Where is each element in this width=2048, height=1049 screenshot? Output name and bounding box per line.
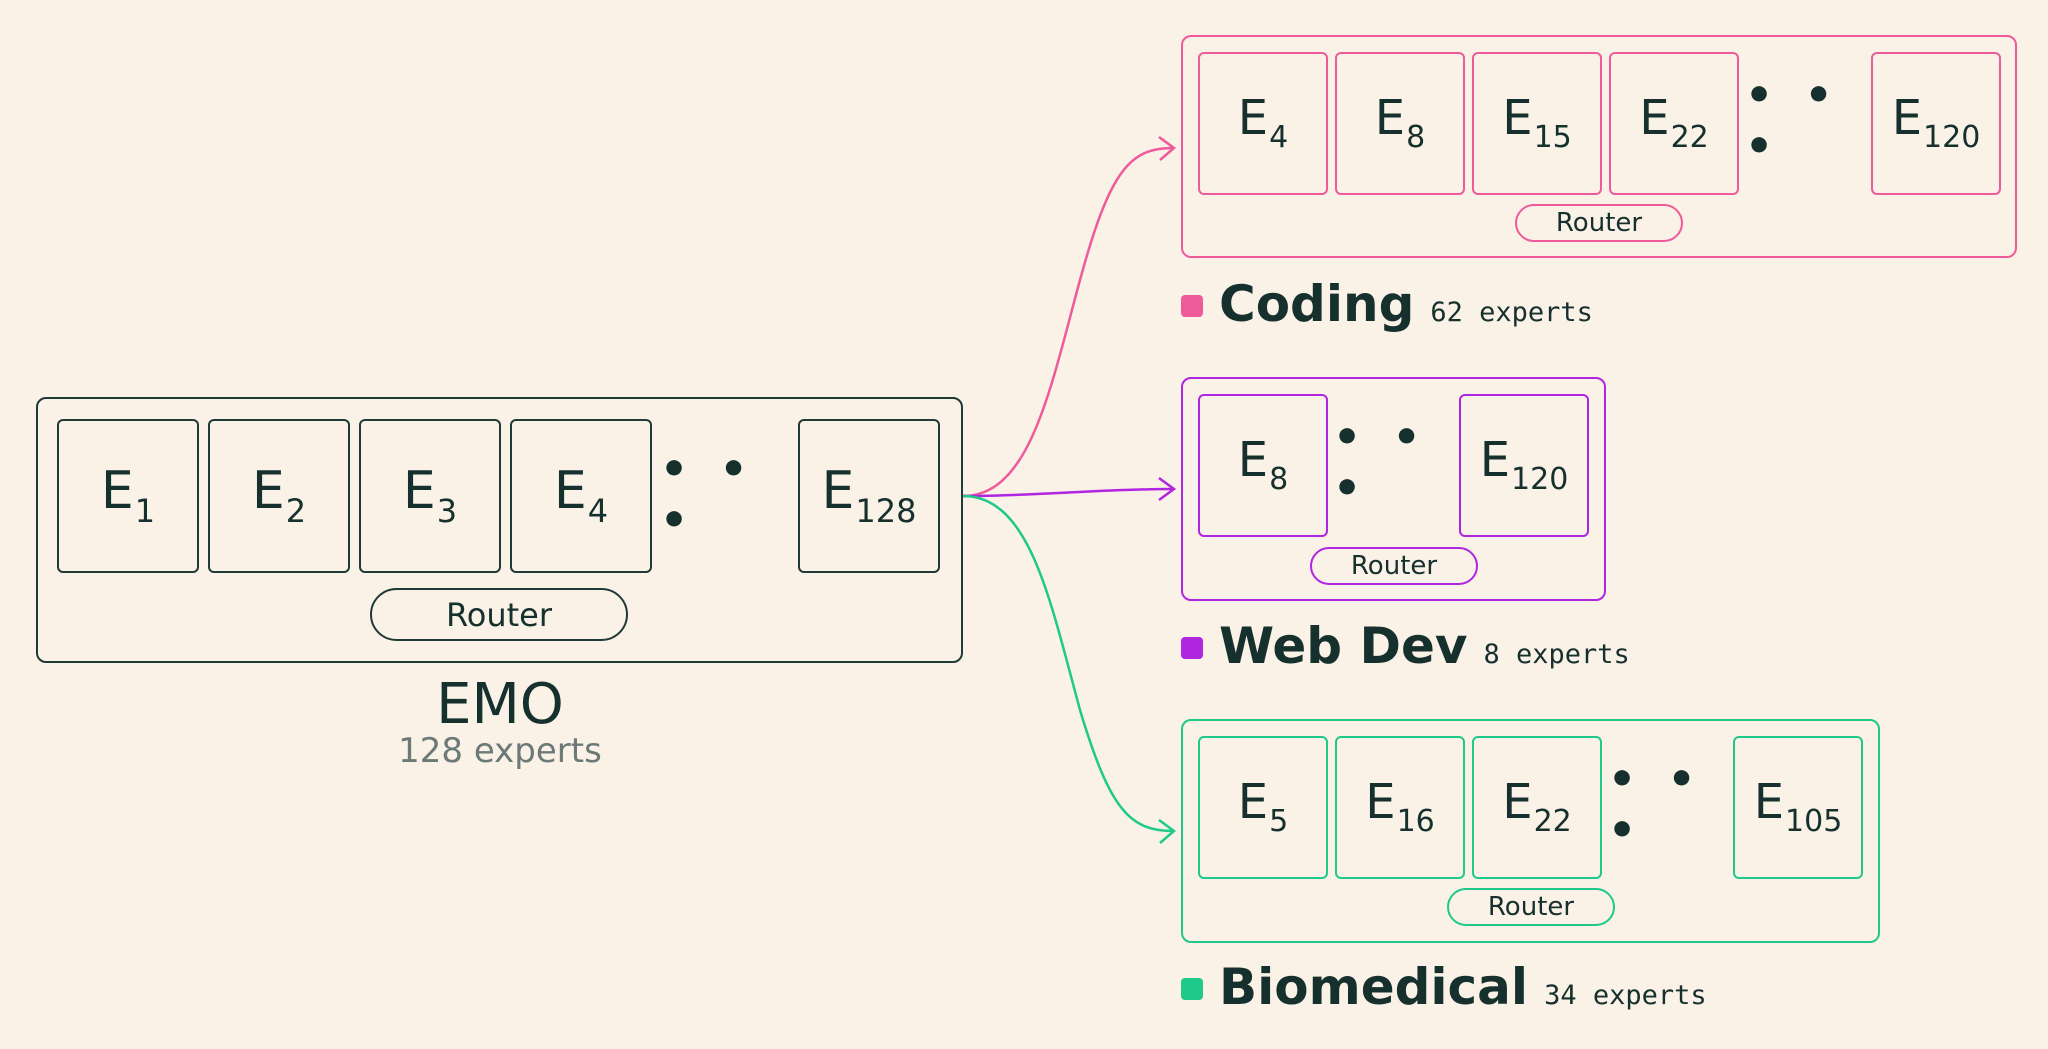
subset-expert-count: 8 experts — [1483, 639, 1630, 670]
ellipsis: • • • — [1608, 753, 1704, 856]
biomedical-color-swatch — [1181, 978, 1203, 1000]
expert-box: E128 — [798, 419, 940, 573]
expert-box: E5 — [1198, 736, 1328, 879]
expert-box: E8 — [1335, 52, 1465, 195]
coding-subset-panel — [1181, 35, 2017, 258]
webdev-color-swatch — [1181, 637, 1203, 659]
model-title: EMO — [436, 672, 564, 737]
expert-box: E120 — [1459, 394, 1589, 537]
expert-box: E8 — [1198, 394, 1328, 537]
router-pill: Router — [1515, 204, 1683, 242]
coding-legend: Coding 62 experts — [1181, 275, 1881, 345]
expert-box: E15 — [1472, 52, 1602, 195]
subset-name: Coding — [1219, 275, 1415, 333]
arrow-to-coding — [962, 146, 1174, 498]
arrow-to-webdev — [962, 487, 1174, 498]
arrow-to-biomedical — [962, 494, 1174, 833]
expert-box: E105 — [1733, 736, 1863, 879]
expert-box: E4 — [1198, 52, 1328, 195]
subset-name: Biomedical — [1219, 958, 1529, 1016]
biomedical-legend: Biomedical 34 experts — [1181, 958, 1881, 1028]
router-pill: Router — [370, 588, 628, 641]
expert-box: E3 — [359, 419, 501, 573]
model-subtitle: 128 experts — [398, 731, 602, 771]
arrow-head-webdev — [1158, 476, 1177, 502]
biomedical-subset-panel — [1181, 719, 1880, 943]
coding-color-swatch — [1181, 295, 1203, 317]
emo-model-panel — [36, 397, 963, 663]
ellipsis: • • • — [1745, 69, 1841, 172]
expert-box: E120 — [1871, 52, 2001, 195]
webdev-legend: Web Dev 8 experts — [1181, 617, 1881, 687]
arrow-head-coding — [1158, 135, 1177, 161]
subset-expert-count: 34 experts — [1544, 980, 1707, 1011]
expert-box: E16 — [1335, 736, 1465, 879]
webdev-subset-panel — [1181, 377, 1606, 601]
expert-box: E2 — [208, 419, 350, 573]
router-pill: Router — [1447, 888, 1615, 926]
expert-box: E1 — [57, 419, 199, 573]
expert-box: E22 — [1472, 736, 1602, 879]
subset-name: Web Dev — [1219, 617, 1468, 675]
ellipsis: • • • — [1333, 411, 1429, 514]
expert-box: E22 — [1609, 52, 1739, 195]
router-pill: Router — [1310, 547, 1478, 585]
ellipsis: • • • — [660, 444, 756, 546]
subset-expert-count: 62 experts — [1430, 297, 1593, 328]
expert-box: E4 — [510, 419, 652, 573]
arrow-head-biomedical — [1158, 818, 1177, 844]
